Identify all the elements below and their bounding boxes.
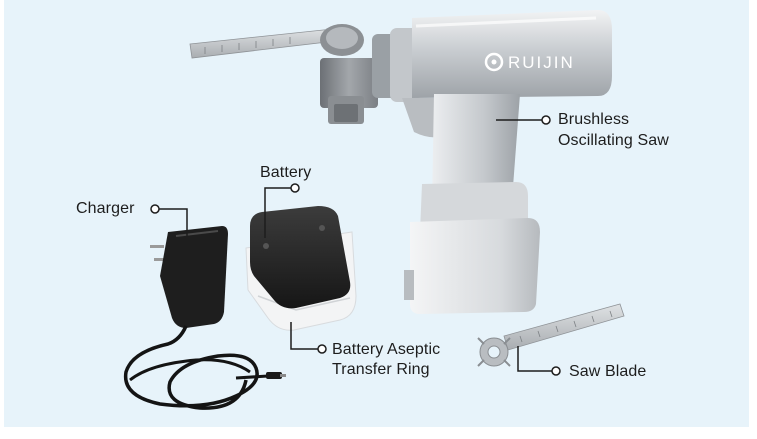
brand-logo-text: RUIJIN: [508, 53, 575, 72]
callout-ring-line2: Transfer Ring: [332, 361, 430, 378]
battery-with-aseptic-ring: [245, 206, 357, 331]
charger-leader-dot: [150, 204, 160, 214]
saw-leader-dot: [541, 115, 551, 125]
ring-leader-dot: [317, 344, 327, 354]
battery-leader-dot: [290, 183, 300, 193]
callout-charger: Charger: [76, 200, 135, 217]
ring-leader-line: [290, 322, 318, 350]
callout-ring-line1: Battery Aseptic: [332, 341, 441, 358]
charger-leader-line: [159, 208, 188, 236]
saw-blade: [477, 303, 625, 367]
callout-saw-line1: Brushless: [558, 111, 630, 128]
callout-battery: Battery: [260, 164, 312, 181]
charger: [123, 226, 286, 410]
callout-saw-line2: Oscillating Saw: [558, 132, 669, 149]
blade-leader-line: [517, 346, 552, 372]
callout-blade: Saw Blade: [569, 363, 647, 380]
blade-leader-dot: [551, 366, 561, 376]
oscillating-saw: RUIJIN: [189, 10, 612, 314]
leader-lines: [150, 115, 561, 376]
battery-leader-line: [264, 187, 291, 238]
